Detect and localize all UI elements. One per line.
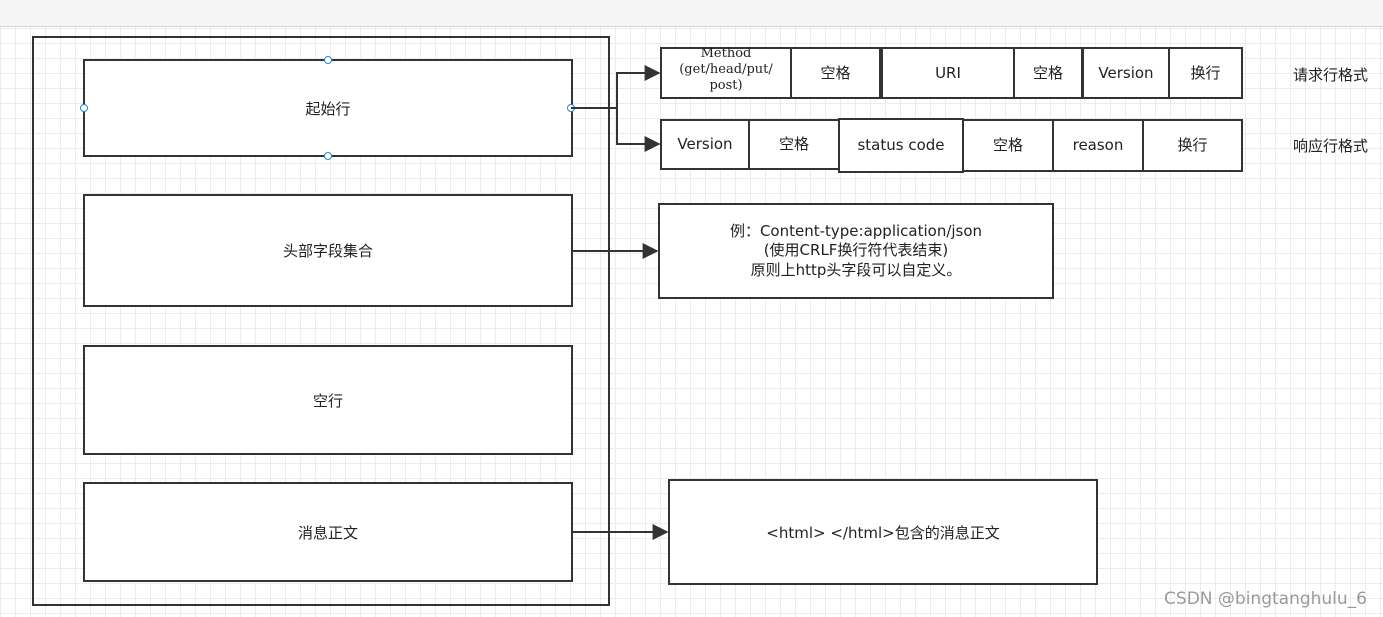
request-method-line1: Method [700, 45, 752, 61]
selection-handle-left[interactable] [80, 104, 88, 112]
request-version-label: Version [1098, 63, 1154, 82]
selection-handle-top[interactable] [324, 56, 332, 64]
response-reason-cell[interactable]: reason [1052, 119, 1144, 172]
request-line-format-label: 请求行格式 [1293, 66, 1369, 84]
response-space-label-1: 空格 [778, 135, 809, 154]
request-uri-cell[interactable]: URI [881, 47, 1015, 99]
body-example-note[interactable]: <html> </html>包含的消息正文 [668, 479, 1098, 585]
response-space-cell-1[interactable]: 空格 [748, 119, 840, 170]
http-message-frame[interactable] [32, 36, 610, 606]
toolbar-strip [0, 0, 1383, 27]
blank-line-box[interactable]: 空行 [83, 345, 573, 455]
response-version-cell[interactable]: Version [660, 119, 750, 170]
request-newline-cell[interactable]: 换行 [1168, 47, 1243, 99]
request-space-label-2: 空格 [1032, 63, 1063, 82]
request-method-line3: post) [709, 78, 743, 94]
response-space-cell-2[interactable]: 空格 [962, 119, 1054, 172]
arrow-start-to-response [616, 108, 661, 152]
arrow-start-to-request [571, 65, 661, 109]
header-fields-label: 头部字段集合 [282, 242, 373, 260]
request-uri-label: URI [935, 63, 961, 82]
message-body-box[interactable]: 消息正文 [83, 482, 573, 582]
header-fields-box[interactable]: 头部字段集合 [83, 194, 573, 307]
request-newline-label: 换行 [1190, 63, 1221, 82]
message-body-label: 消息正文 [297, 523, 358, 542]
response-newline-label: 换行 [1177, 136, 1208, 155]
body-note-text: <html> </html>包含的消息正文 [766, 523, 1000, 542]
request-version-cell[interactable]: Version [1082, 47, 1170, 99]
header-example-note[interactable]: 例：Content-type:application/json (使用CRLF换… [658, 203, 1054, 299]
response-reason-label: reason [1072, 136, 1124, 155]
header-note-line3: 原则上http头字段可以自定义。 [750, 260, 962, 279]
header-note-line2: (使用CRLF换行符代表结束) [763, 241, 949, 260]
start-line-label: 起始行 [305, 99, 351, 118]
request-method-line2: (get/head/put/ [679, 61, 773, 77]
selection-handle-bottom[interactable] [324, 152, 332, 160]
response-newline-cell[interactable]: 换行 [1142, 119, 1243, 172]
response-version-label: Version [677, 135, 733, 154]
blank-line-label: 空行 [312, 391, 343, 410]
header-note-line1: 例：Content-type:application/json [729, 221, 983, 240]
response-line-format-label: 响应行格式 [1293, 137, 1369, 155]
csdn-watermark: CSDN @bingtanghulu_6 [1164, 589, 1367, 609]
request-space-label-1: 空格 [820, 63, 851, 82]
response-space-label-2: 空格 [992, 136, 1023, 155]
request-space-cell-1[interactable]: 空格 [790, 47, 881, 99]
response-status-code-label: status code [857, 136, 945, 155]
